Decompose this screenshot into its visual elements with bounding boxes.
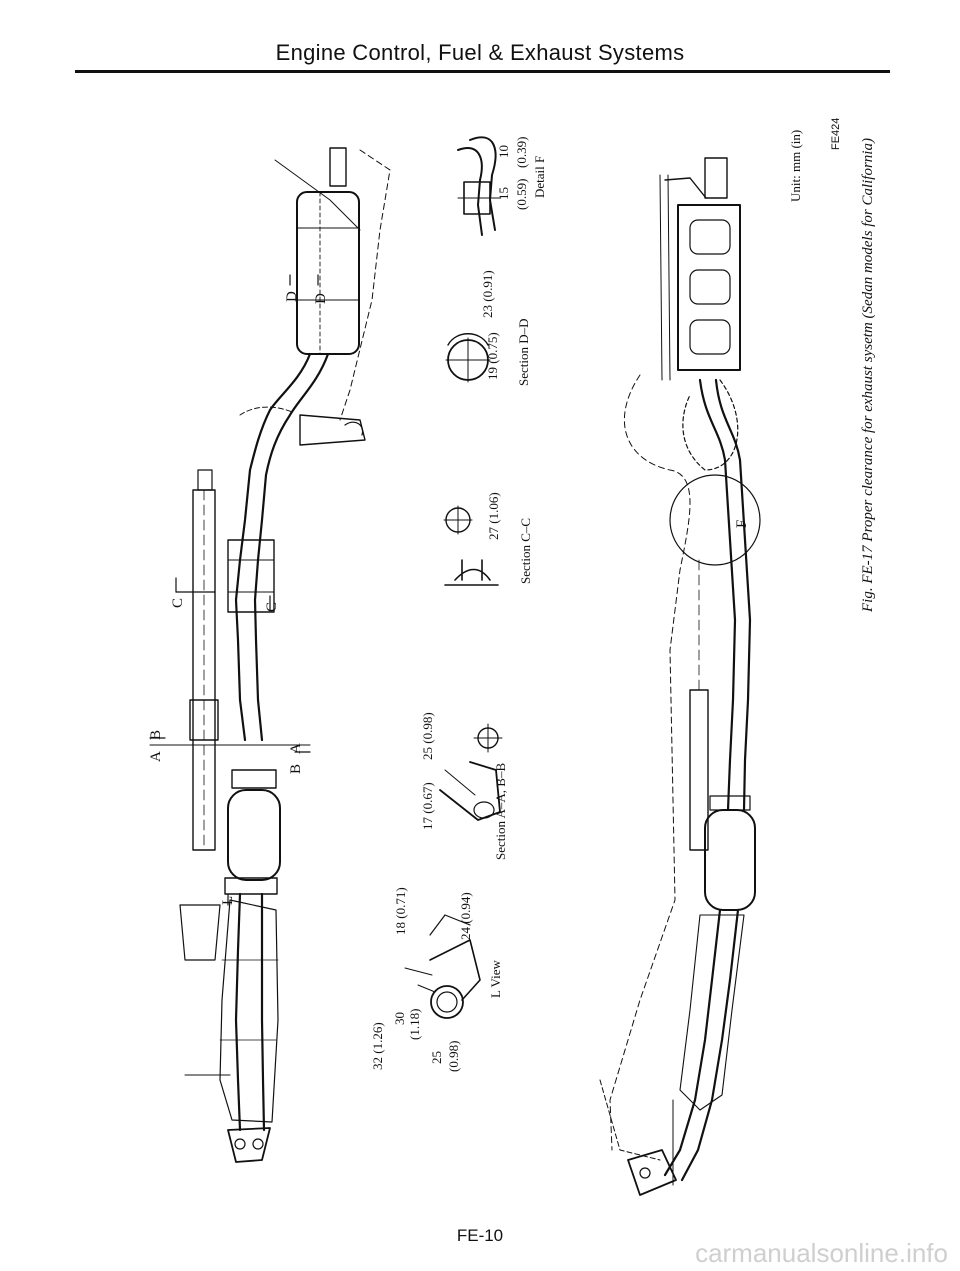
marker-d-lower: D [313, 293, 329, 304]
svg-text:(1.18): (1.18) [407, 1009, 422, 1040]
l-view-text: 32 (1.26) 30 (1.18) 25 (0.98) 18 (0.71) … [370, 887, 503, 1072]
watermark: carmanualsonline.info [695, 1238, 948, 1268]
svg-text:30: 30 [392, 1012, 407, 1025]
section-dd-text: 23 (0.91) 19 (0.75) Section D–D [480, 270, 531, 386]
figure-info: FE424 Unit: mm (in) Fig. FE-17 Proper cl… [788, 118, 876, 613]
unit-label: Unit: mm (in) [788, 130, 803, 202]
detail-f-text: 15 (0.59) 10 (0.39) Detail F [496, 137, 547, 210]
page-number: FE-10 [456, 1226, 504, 1245]
marker-b-lower: B [288, 764, 304, 774]
detail-f-title: Detail F [532, 156, 547, 198]
marker-d-upper: D [284, 291, 300, 302]
marker-labels: C C B A A B D D L [148, 291, 329, 905]
svg-text:23 (0.91): 23 (0.91) [480, 270, 495, 318]
svg-text:25 (0.98): 25 (0.98) [420, 712, 435, 760]
section-ab-title: Section A–A, B–B [493, 763, 508, 860]
figure-code: FE424 [830, 118, 842, 150]
section-cc-text: 27 (1.06) Section C–C [486, 492, 533, 584]
figure-caption: Fig. FE-17 Proper clearance for exhaust … [860, 138, 876, 613]
section-ab-drawing [439, 723, 503, 821]
detail-f-drawing [457, 136, 501, 236]
svg-text:(0.39): (0.39) [514, 137, 529, 168]
l-view-title: L View [488, 960, 503, 998]
svg-text:18 (0.71): 18 (0.71) [393, 887, 408, 935]
section-dd-drawing [445, 333, 491, 383]
svg-text:32 (1.26): 32 (1.26) [370, 1022, 385, 1070]
section-dd-title: Section D–D [516, 318, 531, 386]
svg-text:27 (1.06): 27 (1.06) [486, 492, 501, 540]
svg-text:15: 15 [496, 187, 511, 200]
svg-text:17 (0.67): 17 (0.67) [420, 782, 435, 830]
header-rule [75, 70, 890, 73]
section-ab-text: 17 (0.67) 25 (0.98) Section A–A, B–B [420, 712, 508, 860]
side-view-markers: F [734, 520, 750, 528]
left-view-markers [149, 274, 319, 906]
section-cc-drawing [443, 505, 499, 586]
side-view-exhaust [599, 157, 761, 1196]
marker-f: F [734, 520, 750, 528]
svg-text:(0.98): (0.98) [446, 1041, 461, 1072]
svg-text:10: 10 [496, 145, 511, 158]
marker-a-lower: A [288, 743, 304, 754]
section-cc-title: Section C–C [518, 518, 533, 584]
svg-text:19 (0.75): 19 (0.75) [485, 332, 500, 380]
marker-l: L [220, 896, 236, 905]
svg-text:25: 25 [429, 1051, 444, 1064]
marker-b-upper: B [148, 730, 164, 740]
marker-a-upper: A [148, 751, 164, 762]
marker-c-lower: C [264, 602, 280, 612]
page-title: Engine Control, Fuel & Exhaust Systems [275, 40, 685, 65]
marker-c-upper: C [170, 598, 186, 608]
l-view-drawing [404, 914, 481, 1019]
top-view-exhaust [149, 147, 391, 1163]
svg-text:(0.59): (0.59) [514, 179, 529, 210]
svg-text:24 (0.94): 24 (0.94) [458, 892, 473, 940]
